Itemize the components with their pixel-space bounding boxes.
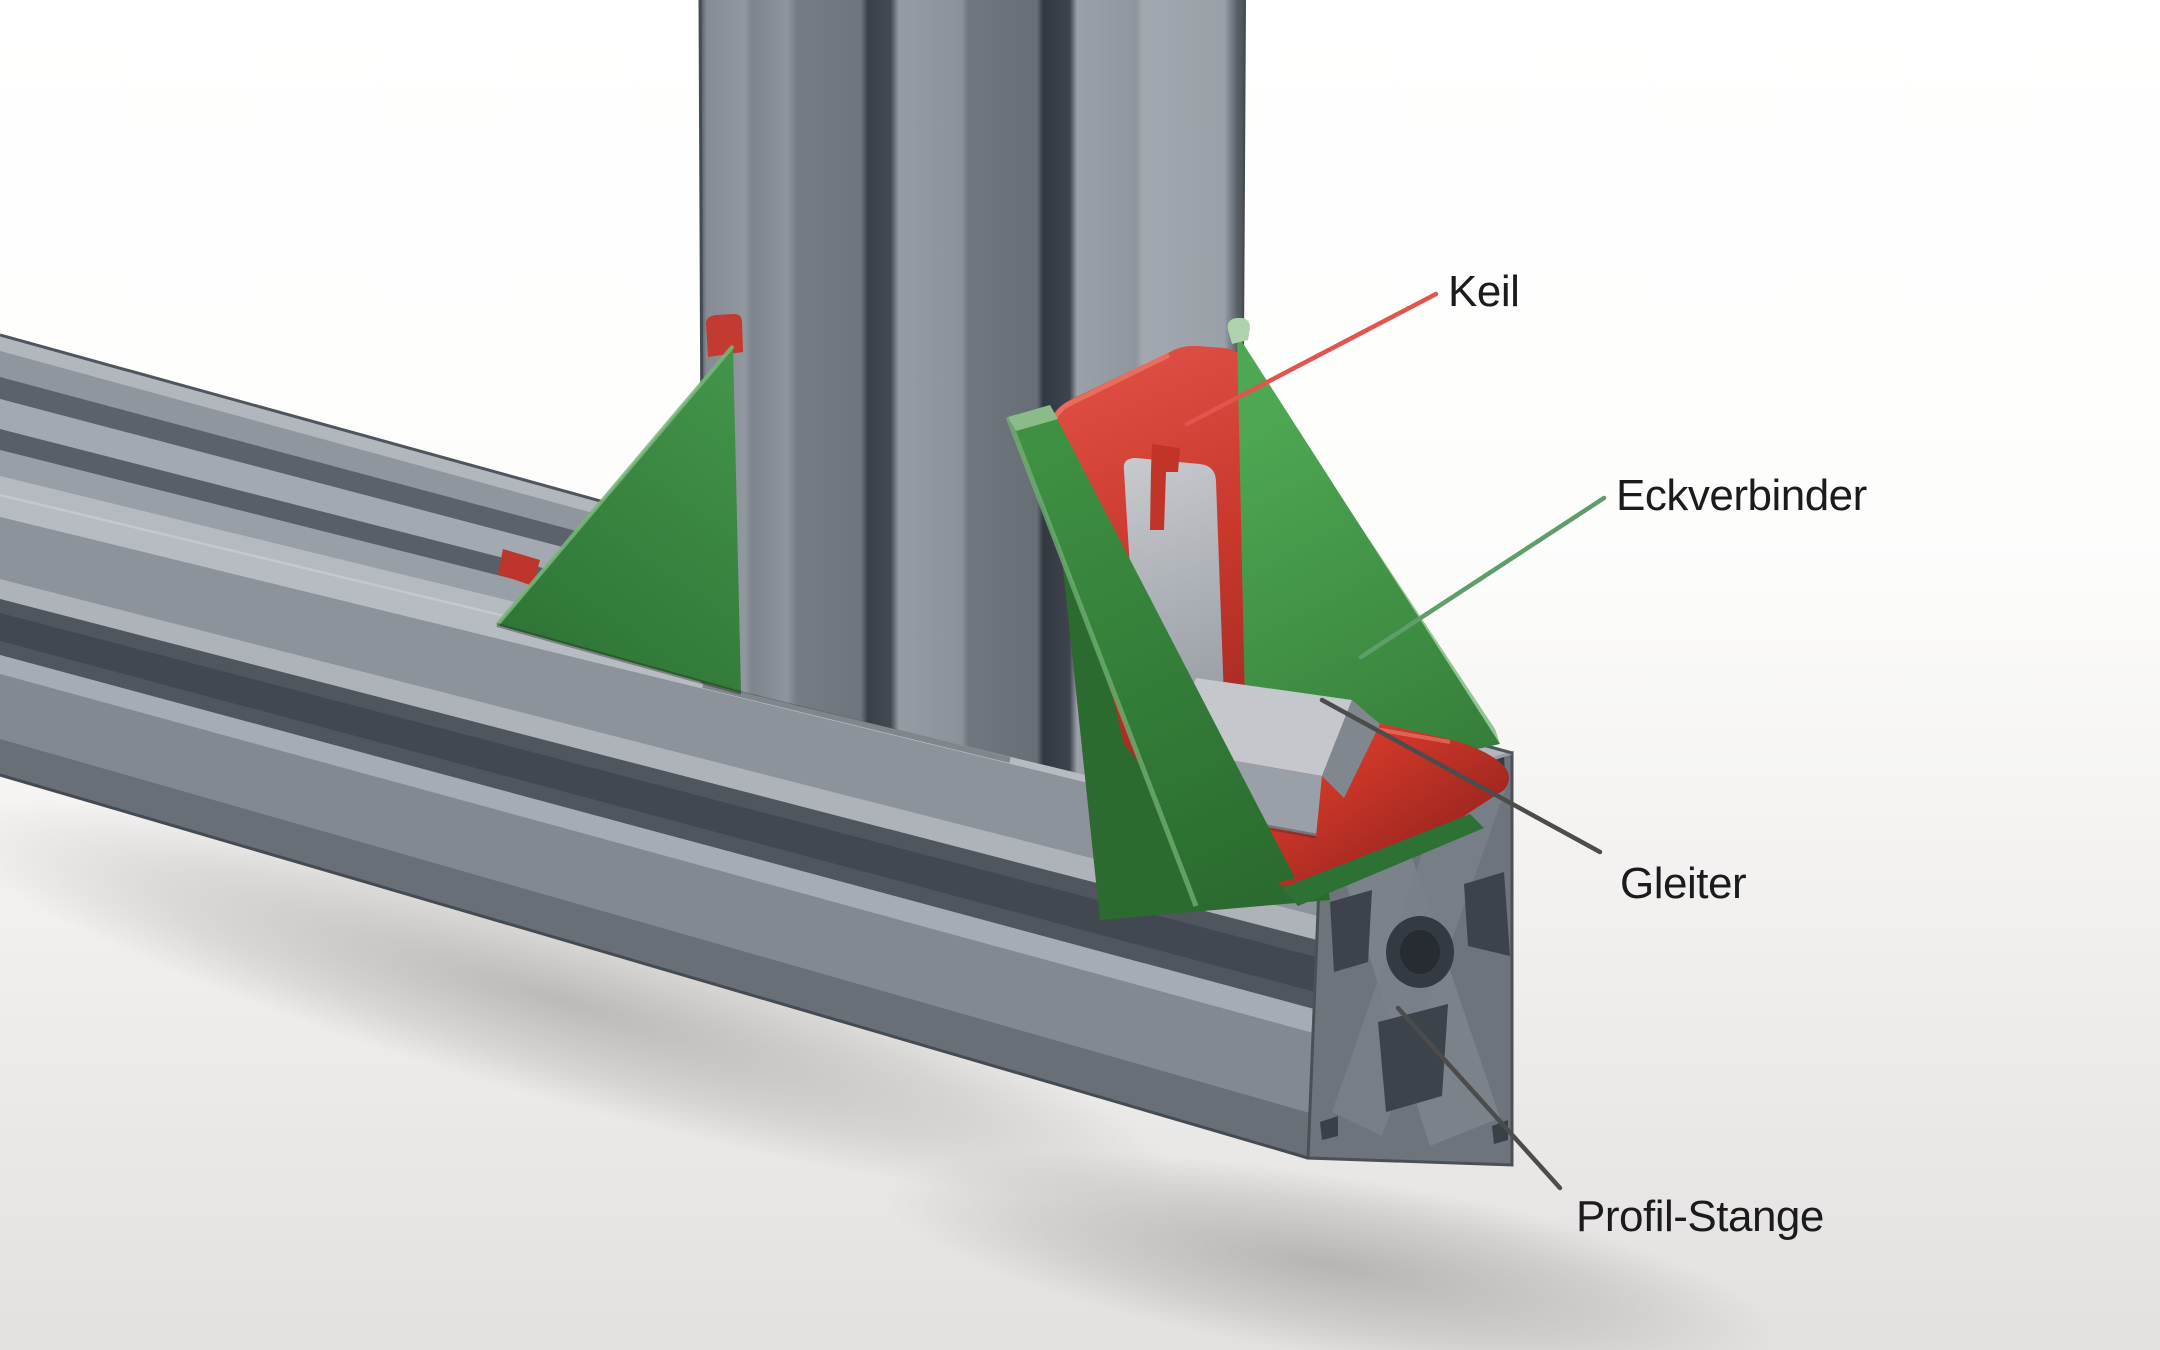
eckverbinder-leader-line: [1358, 495, 1607, 660]
eckverbinder-right-wall: [1237, 334, 1500, 800]
label-eckverbinder: Eckverbinder: [1616, 471, 1867, 520]
column-base-contact-shadow: [702, 682, 1011, 763]
corner-connector-front: [1005, 318, 1509, 920]
corner-connector-back: [495, 314, 743, 695]
end-face-slot-bottom: [1378, 1004, 1448, 1112]
keil-wedge-back-tip: [706, 314, 743, 357]
connector-base-lip: [1282, 814, 1484, 906]
profile-end-face-cross-section: [1306, 750, 1514, 1167]
keil-leader-line: [1184, 291, 1439, 427]
floor-shadow-right: [885, 1151, 1775, 1350]
profil-stange-leader-line: [1395, 1005, 1563, 1191]
label-keil: Keil: [1448, 267, 1519, 316]
floor-shadow-left: [0, 799, 1176, 1201]
keil-wedge-back-lower-tip: [498, 549, 540, 586]
eckverbinder-left-wall: [1008, 405, 1295, 906]
end-face-slot-left: [1330, 890, 1372, 972]
eckverbinder-back-triangle: [497, 346, 741, 693]
end-face-slot-right: [1464, 872, 1510, 956]
label-profil-stange: Profil-Stange: [1576, 1192, 1824, 1241]
annotations: Keil Eckverbinder Gleiter Profil-Stange: [1184, 267, 1867, 1241]
keil-clamp-tab: [1150, 444, 1180, 530]
label-gleiter: Gleiter: [1620, 859, 1746, 908]
gleiter-leader-line: [1319, 697, 1603, 855]
